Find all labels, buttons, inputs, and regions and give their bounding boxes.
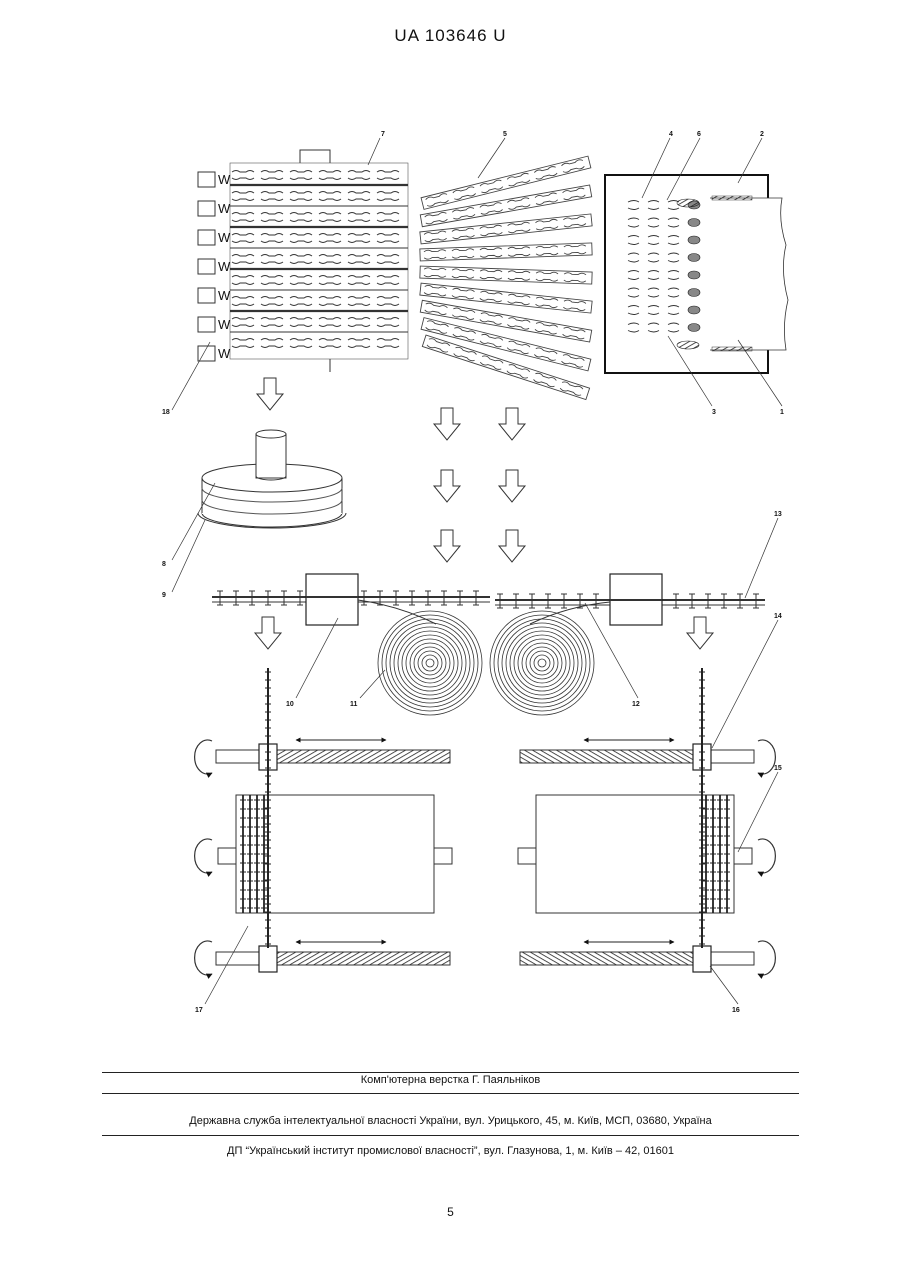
w-mark: W [218,230,231,245]
spiral-coil-left [378,611,482,715]
coiled-roll [198,430,346,528]
label-16: 16 [732,1007,740,1014]
patent-drawing: WWWWWWW [0,0,901,1060]
w-mark: W [218,346,231,361]
label-18: 18 [162,409,170,416]
label-15: 15 [774,765,782,772]
winding-machine-right [518,668,775,975]
w-mark: W [218,201,231,216]
strip-feed-right [495,574,765,625]
label-17: 17 [195,1007,203,1014]
spiral-coil-right [490,611,594,715]
fanned-strips [420,156,592,399]
label-13: 13 [774,511,782,518]
w-mark: W [218,288,231,303]
footer-rule-middle [102,1093,799,1094]
institute-address: ДП “Український інститут промислової вла… [0,1145,901,1157]
label-4: 4 [669,131,673,138]
label-14: 14 [774,613,782,620]
label-10: 10 [286,701,294,708]
label-11: 11 [350,701,358,708]
footer-rule-top [102,1072,799,1073]
label-12: 12 [632,701,640,708]
base-sheet [605,175,788,373]
label-9: 9 [162,592,166,599]
winding-machine-left [195,668,452,975]
label-1: 1 [780,409,784,416]
label-7: 7 [381,131,385,138]
w-mark: W [218,259,231,274]
w-mark: W [218,317,231,332]
strip-feed-left [212,574,490,625]
label-5: 5 [503,131,507,138]
w-mark: W [218,172,231,187]
label-3: 3 [712,409,716,416]
label-6: 6 [697,131,701,138]
layout-credit: Комп'ютерна верстка Г. Паяльніков [0,1074,901,1086]
page-number: 5 [0,1205,901,1219]
label-8: 8 [162,561,166,568]
footer-rule-bottom [102,1135,799,1136]
label-2: 2 [760,131,764,138]
office-address: Державна служба інтелектуальної власност… [0,1115,901,1127]
perforated-strip-stack: WWWWWWW [198,150,408,372]
